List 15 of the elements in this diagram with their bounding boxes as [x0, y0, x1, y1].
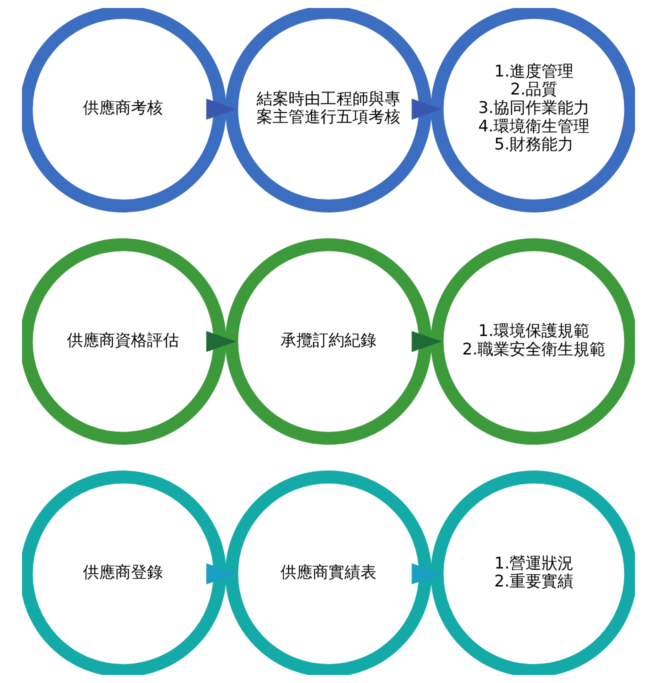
- arrow: [412, 330, 442, 352]
- node-circle: 1.營運狀況 2.重要實績: [430, 470, 635, 675]
- node-circle: 1.環境保護規範 2.職業安全衛生規範: [430, 238, 635, 445]
- arrow: [206, 330, 236, 352]
- arrow: [412, 98, 442, 120]
- arrow: [206, 98, 236, 120]
- node-circle: 結案時由工程師與專案主管進行五項考核: [225, 8, 432, 212]
- node-circle: 供應商考核: [22, 8, 226, 212]
- arrow: [206, 563, 236, 584]
- arrow: [412, 563, 442, 584]
- node-circle: 供應商登錄: [22, 470, 226, 675]
- node-circle: 供應商實績表: [225, 470, 432, 675]
- node-circle: 承攬訂約紀錄: [225, 238, 432, 445]
- node-circle: 1.進度管理 2.品質 3.協同作業能力 4.環境衛生管理 5.財務能力: [430, 8, 635, 212]
- node-circle: 供應商資格評估: [22, 238, 226, 445]
